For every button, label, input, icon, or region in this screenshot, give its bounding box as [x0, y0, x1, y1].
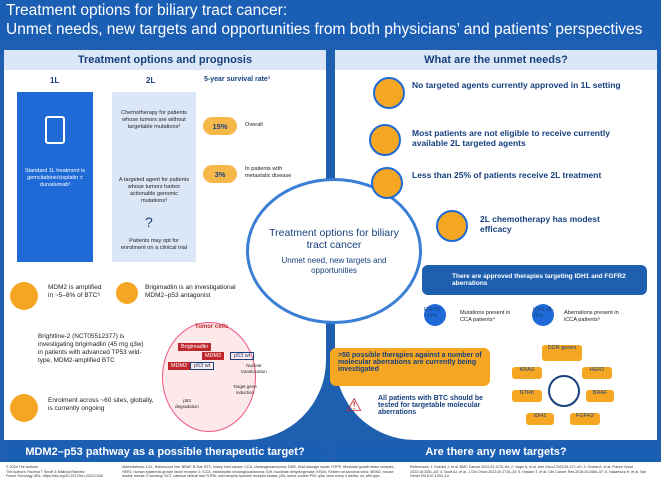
iv-bag-icon: [45, 116, 65, 144]
p53deg-label: p53 degradation: [175, 398, 199, 409]
footer-references: References: 1. Koshiol J, et al. BMC Can…: [410, 465, 646, 479]
fgfr2-desc: Mutations present in CCA patients⁴: [460, 310, 511, 323]
fgfr2-circle: [424, 304, 446, 326]
dna-icon: [548, 375, 580, 407]
targeted-2l-text: A targeted agent for patients whose tumo…: [118, 177, 190, 204]
bottom-left-bar: MDM2–p53 pathway as a possible therapeut…: [4, 442, 326, 462]
possible-therapies-box: >50 possible therapies against a number …: [330, 348, 490, 386]
unmet-3: Less than 25% of patients receive 2L tre…: [412, 170, 602, 180]
left-section-title: Treatment options and prognosis: [77, 54, 253, 66]
unmet-4: 2L chemotherapy has modest efficacy: [480, 214, 600, 234]
survival-overall-pct: 15%: [203, 117, 237, 135]
chemo-2l-text: Chemotherapy for patients whose tumors a…: [121, 110, 187, 130]
iv-bag-orange-icon: [436, 210, 468, 242]
percent-icon: [371, 167, 403, 199]
unmet-2: Most patients are not eligible to receiv…: [412, 128, 610, 148]
idh1-label: IDH1 15–20%: [533, 307, 555, 320]
all-patients-text: All patients with BTC should be tested f…: [378, 395, 483, 416]
second-line-box: [112, 92, 196, 262]
target-idh1: IDH1: [526, 413, 554, 425]
mdm2-lbl-1: MDM2: [202, 352, 225, 360]
brigimadlin-icon: [116, 282, 138, 304]
target-ntrk: NTRK: [512, 390, 542, 402]
target-braf: BRAF: [586, 390, 614, 402]
footer: © 2024 The Authors The Authors: Rachna T…: [0, 462, 661, 491]
globe-icon: [10, 394, 38, 422]
target-ddr: DDR genes: [542, 345, 582, 361]
idh1-circle: [532, 304, 554, 326]
warning-icon: ⚠: [346, 395, 363, 415]
right-section-title: What are the unmet needs?: [424, 54, 568, 66]
survival-header: 5-year survival rate¹: [204, 76, 271, 83]
fgfr2-label: FGFR2 ~15%: [424, 307, 441, 320]
unmet-1: No targeted agents currently approved in…: [412, 80, 621, 90]
center-subtitle: Unmet need, new targets and opportunitie…: [281, 256, 387, 275]
idh1-desc: Aberrations present in iCCA patients⁵: [564, 310, 619, 323]
footer-left: © 2024 The Authors The Authors: Rachna T…: [6, 465, 103, 479]
brigimadlin-text: Brigimadlin is an investigational MDM2–p…: [145, 284, 236, 300]
bottom-right-title: Are there any new targets?: [425, 446, 567, 458]
target-kras: KRAS: [512, 367, 542, 379]
people-icon: [373, 77, 405, 109]
brig-label: Brigimadlin: [178, 343, 212, 351]
target-her2: HER2: [582, 367, 612, 379]
brightline-text: Brightline-2 (NCT05512377) is investigat…: [38, 333, 144, 364]
title-line-1: Treatment options for biliary tract canc…: [6, 2, 288, 19]
mdm2-text: MDM2 is amplified in ~5–8% of BTC⁶: [48, 284, 102, 300]
approved-box: There are approved therapies targeting I…: [422, 265, 647, 295]
first-line-box: Standard 1L treatment is gemcitabine/cis…: [17, 92, 93, 262]
survival-met-label: In patients with metastatic disease: [245, 166, 292, 179]
survival-met-pct: 3%: [203, 165, 237, 183]
no-option-text: Patients may opt for enrolment on a clin…: [120, 238, 188, 251]
first-line-text: Standard 1L treatment is gemcitabine/cis…: [24, 168, 86, 189]
tumor-cells-label: Tumor cells: [195, 324, 229, 330]
footer-abbreviations: Abbreviations: 1/2L, first/second line; …: [122, 465, 395, 479]
no-entry-icon: [369, 124, 401, 156]
question-icon: ?: [145, 214, 153, 230]
col-2l: 2L: [146, 76, 156, 85]
target-gene-label: Target gene induction: [233, 384, 257, 395]
survival-overall-label: Overall: [245, 122, 263, 128]
center-circle: Treatment options for biliary tract canc…: [246, 178, 422, 324]
approved-text: There are approved therapies targeting I…: [452, 273, 626, 287]
possible-therapies-text: >50 possible therapies against a number …: [338, 352, 482, 373]
nuclear-label: Nuclear translocation: [241, 363, 267, 374]
header: Treatment options for biliary tract canc…: [0, 0, 661, 44]
target-fgfr2: FGFR2: [570, 413, 600, 425]
target-ring: DDR genes KRAS HER2 BRAF NTRK IDH1 FGFR2: [512, 345, 614, 430]
tumor-cell-diagram: [162, 322, 256, 432]
enrolment-text: Enrolment across ~60 sites, globally, is…: [48, 397, 154, 413]
right-section-bar: What are the unmet needs?: [335, 50, 657, 70]
col-1l: 1L: [50, 76, 60, 85]
center-title: Treatment options for biliary tract canc…: [269, 226, 399, 252]
mdm2-icon: [10, 282, 38, 310]
title-line-2: Unmet needs, new targets and opportuniti…: [6, 21, 643, 38]
bottom-right-bar: Are there any new targets?: [335, 442, 657, 462]
left-section-bar: Treatment options and prognosis: [4, 50, 326, 70]
p53wt-label-2: p53 wt: [190, 362, 215, 370]
mdm2-lbl-2: MDM2: [168, 362, 191, 370]
p53wt-label-1: p53 wt: [230, 352, 255, 360]
bottom-left-title: MDM2–p53 pathway as a possible therapeut…: [25, 446, 305, 458]
